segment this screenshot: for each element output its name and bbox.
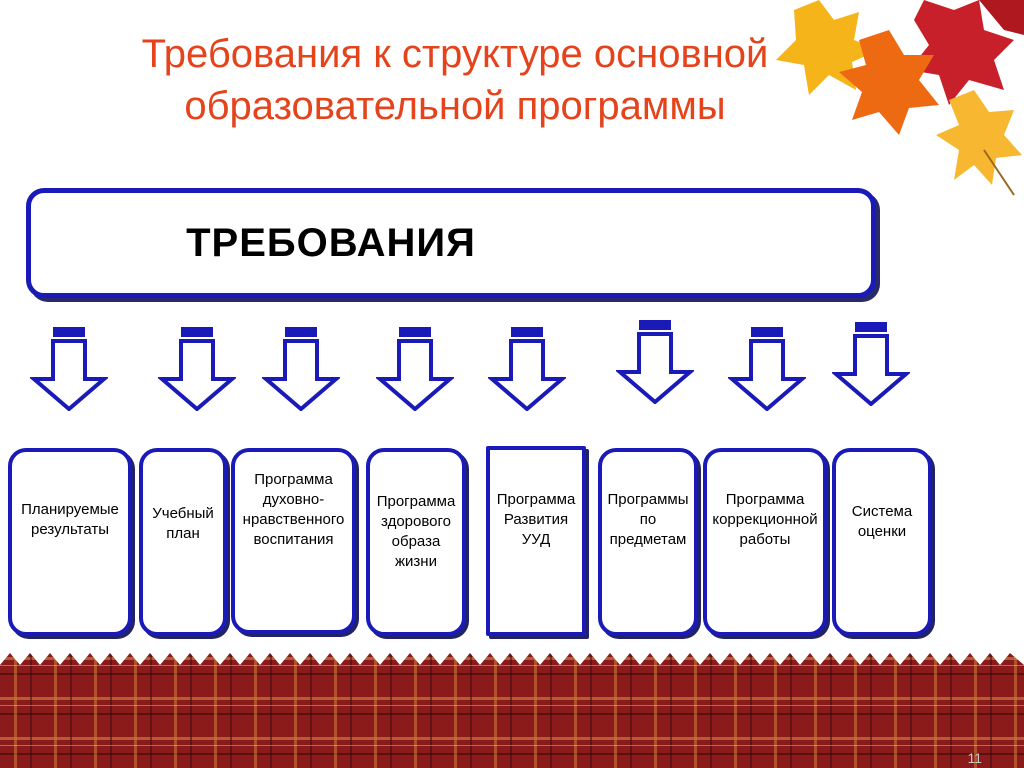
item-label: Программа здорового образа жизни xyxy=(376,493,456,570)
item-box-uud-development: Программа Развития УУД xyxy=(486,446,586,636)
item-label: Программа духовно- нравственного воспита… xyxy=(242,471,345,548)
down-arrow-icon xyxy=(378,325,452,411)
plaid-floor-decoration xyxy=(0,653,1024,768)
down-arrow-icon xyxy=(834,320,908,406)
requirements-header-box: ТРЕБОВАНИЯ xyxy=(26,188,876,298)
item-label: Система оценки xyxy=(851,503,913,540)
item-box-spiritual-moral-education: Программа духовно- нравственного воспита… xyxy=(231,448,356,634)
item-box-planned-results: Планируемые результаты xyxy=(8,448,132,636)
down-arrow-icon xyxy=(730,325,804,411)
item-box-subject-programs: Программы по предметам xyxy=(598,448,698,636)
item-label: Учебный план xyxy=(152,505,214,542)
item-label: Планируемые результаты xyxy=(21,501,119,538)
down-arrow-icon xyxy=(490,325,564,411)
item-label: Программы по предметам xyxy=(607,491,689,548)
down-arrow-icon xyxy=(32,325,106,411)
item-box-curriculum: Учебный план xyxy=(139,448,227,636)
down-arrow-icon xyxy=(264,325,338,411)
orange-leaf-icon xyxy=(839,30,939,135)
item-box-healthy-lifestyle: Программа здорового образа жизни xyxy=(366,448,466,636)
red-leaf-icon xyxy=(909,0,1014,105)
slide-title: Требования к структуре основной образова… xyxy=(60,28,850,132)
autumn-leaves-decoration xyxy=(776,0,1024,196)
item-label: Программа Развития УУД xyxy=(496,491,576,548)
item-label: Программа коррекционной работы xyxy=(712,491,818,548)
page-number: 11 xyxy=(967,750,982,766)
red-leaf-icon xyxy=(979,0,1024,35)
slide-title-line-2: образовательной программы xyxy=(184,84,726,128)
item-box-correctional-work: Программа коррекционной работы xyxy=(703,448,827,636)
yellow-leaf-icon xyxy=(936,90,1022,185)
slide-title-line-1: Требования к структуре основной xyxy=(141,32,769,76)
down-arrow-icon xyxy=(618,318,692,404)
requirements-header-label: ТРЕБОВАНИЯ xyxy=(186,221,476,265)
item-box-assessment-system: Система оценки xyxy=(832,448,932,636)
down-arrow-icon xyxy=(160,325,234,411)
